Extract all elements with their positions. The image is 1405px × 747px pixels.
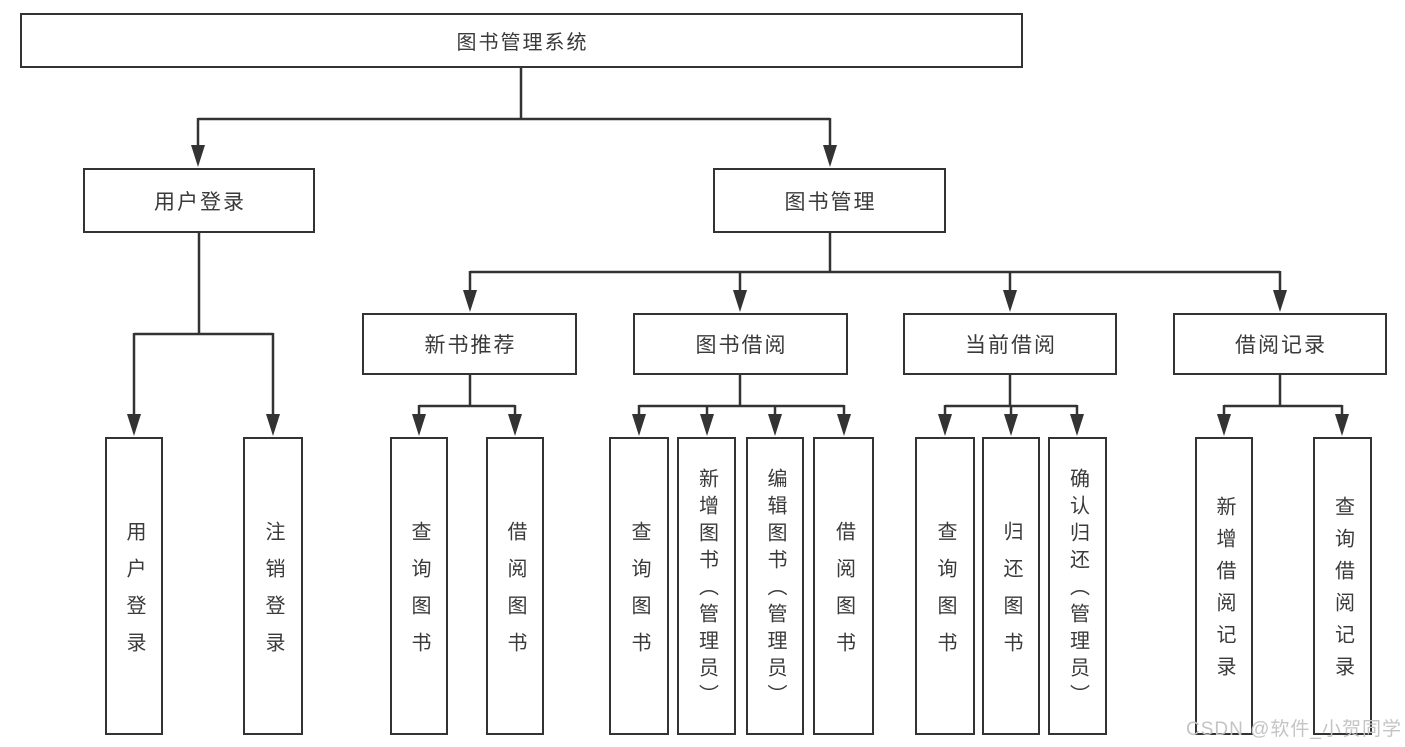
leaf-query-books-borrowing-label: 查询图书	[628, 520, 650, 669]
leaf-query-books-recommend: 查询图书	[390, 437, 448, 735]
leaf-borrow-books-borrowing-label: 借阅图书	[832, 520, 855, 669]
node-user-login: 用户登录	[83, 168, 315, 233]
node-borrow-records-label: 借阅记录	[1235, 334, 1327, 357]
node-current-borrowing: 当前借阅	[903, 313, 1117, 375]
node-borrow-records: 借阅记录	[1173, 313, 1387, 375]
leaf-query-borrow-record: 查询借阅记录	[1313, 437, 1372, 735]
node-user-login-label: 用户登录	[154, 190, 246, 214]
leaf-logout-label: 注销登录	[262, 520, 284, 669]
node-book-management: 图书管理	[713, 168, 946, 233]
leaf-confirm-return-admin-label: 确认归还（管理员）	[1066, 468, 1089, 711]
leaf-query-books-borrowing: 查询图书	[609, 437, 669, 735]
node-library-system: 图书管理系统	[20, 13, 1023, 68]
leaf-logout: 注销登录	[243, 437, 303, 735]
leaf-user-login-label: 用户登录	[123, 520, 145, 669]
leaf-add-books-admin: 新增图书（管理员）	[677, 437, 736, 735]
node-library-system-label: 图书管理系统	[456, 32, 589, 54]
leaf-borrow-books-recommend: 借阅图书	[486, 437, 544, 735]
leaf-return-books: 归还图书	[982, 437, 1040, 735]
leaf-borrow-books-recommend-label: 借阅图书	[504, 520, 526, 669]
node-book-borrowing-label: 图书借阅	[695, 334, 788, 357]
leaf-query-books-recommend-label: 查询图书	[408, 520, 430, 669]
leaf-query-borrow-record-label: 查询借阅记录	[1331, 496, 1354, 688]
node-new-book-recommend: 新书推荐	[362, 313, 577, 375]
node-book-borrowing: 图书借阅	[633, 313, 848, 375]
leaf-add-books-admin-label: 新增图书（管理员）	[695, 468, 718, 711]
leaf-query-books-current-label: 查询图书	[934, 520, 956, 669]
node-new-book-recommend-label: 新书推荐	[424, 334, 517, 357]
leaf-return-books-label: 归还图书	[1000, 520, 1022, 669]
leaf-query-books-current: 查询图书	[915, 437, 975, 735]
leaf-borrow-books-borrowing: 借阅图书	[813, 437, 874, 735]
node-current-borrowing-label: 当前借阅	[965, 334, 1057, 357]
leaf-add-borrow-record: 新增借阅记录	[1195, 437, 1253, 735]
watermark: CSDN @软件_小贺同学	[1186, 719, 1402, 740]
leaf-edit-books-admin-label: 编辑图书（管理员）	[764, 468, 786, 711]
node-book-management-label: 图书管理	[784, 190, 877, 214]
leaf-edit-books-admin: 编辑图书（管理员）	[746, 437, 804, 735]
leaf-confirm-return-admin: 确认归还（管理员）	[1048, 437, 1107, 735]
leaf-add-borrow-record-label: 新增借阅记录	[1213, 496, 1235, 688]
leaf-user-login: 用户登录	[105, 437, 163, 735]
